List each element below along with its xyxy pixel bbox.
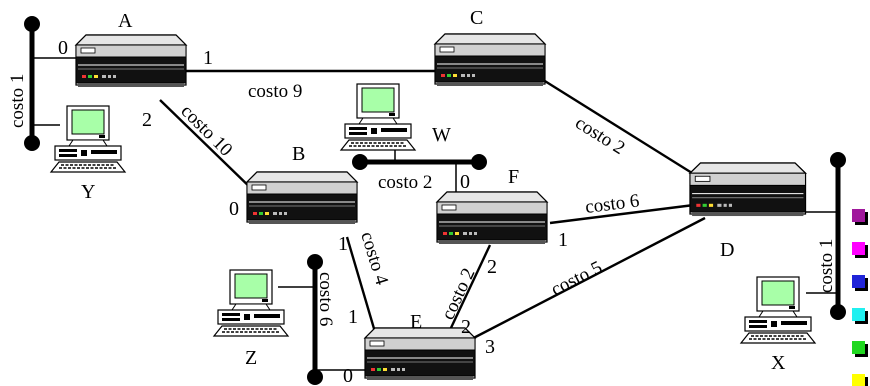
host-z: [213, 269, 289, 337]
port-b-0: 0: [229, 198, 239, 220]
node-label-x: X: [771, 352, 786, 374]
cost-lan-z: costo 6: [315, 272, 336, 326]
router-e: [364, 327, 476, 381]
node-label-e: E: [410, 311, 422, 333]
legend-swatch: [852, 209, 865, 222]
port-f-2: 2: [487, 256, 497, 278]
link-a-b: [159, 99, 259, 196]
port-b-1: 1: [338, 233, 348, 255]
legend-swatch: [852, 341, 865, 354]
host-w: [340, 83, 416, 151]
cost-f-e: costo 2: [437, 265, 479, 323]
links: [159, 69, 706, 347]
node-label-a: A: [118, 10, 133, 32]
node-label-c: C: [470, 7, 483, 29]
legend-swatch: [852, 374, 865, 386]
legend-swatch: [852, 308, 865, 321]
lan-segments: [24, 16, 846, 385]
link-c-d: [539, 76, 701, 180]
link-f-e: [448, 244, 492, 331]
cost-a-b: costo 10: [176, 101, 236, 161]
color-legend: [852, 209, 868, 386]
link-b-e: [345, 236, 377, 333]
router-c: [434, 33, 546, 87]
port-a-1: 1: [203, 47, 213, 69]
node-label-z: Z: [245, 347, 257, 369]
host-x: [740, 276, 816, 344]
router-d: [689, 162, 807, 217]
port-e-1: 1: [348, 306, 358, 328]
lan-y: [24, 16, 78, 151]
router-b: [246, 171, 358, 225]
node-label-d: D: [720, 239, 734, 261]
link-e-d: [459, 216, 706, 347]
lan-w: [352, 140, 487, 192]
cost-b-e: costo 4: [356, 229, 392, 288]
cost-e-d: costo 5: [548, 257, 606, 300]
port-a-0: 0: [58, 37, 68, 59]
legend-swatch: [852, 242, 865, 255]
host-y: [50, 105, 126, 173]
cost-lan-y: costo 1: [7, 74, 28, 128]
router-a: [75, 34, 187, 88]
node-label-y: Y: [81, 181, 95, 203]
node-label-f: F: [508, 166, 519, 188]
port-a-2: 2: [142, 109, 152, 131]
port-e-0: 0: [343, 365, 353, 386]
lan-z: [278, 254, 366, 385]
port-f-0: 0: [460, 171, 470, 193]
port-e-2: 2: [461, 316, 471, 338]
lan-x: [806, 152, 846, 320]
cost-lan-w: costo 2: [378, 172, 432, 193]
cost-a-c: costo 9: [248, 81, 302, 102]
router-f: [436, 191, 548, 245]
cost-lan-x: costo 1: [816, 239, 837, 293]
node-label-b: B: [292, 143, 305, 165]
node-label-w: W: [432, 124, 451, 146]
port-e-3: 3: [485, 336, 495, 358]
cost-c-d: costo 2: [571, 112, 628, 159]
port-d-1: 1: [558, 229, 568, 251]
legend-swatch: [852, 275, 865, 288]
link-f-d: [549, 203, 695, 225]
